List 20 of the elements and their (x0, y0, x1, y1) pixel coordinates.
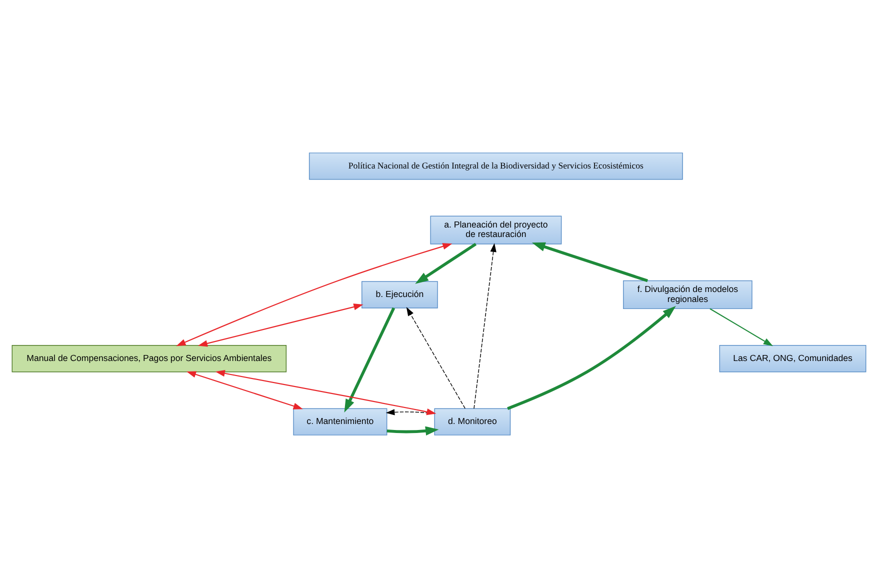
node-box: b. Ejecución (361, 280, 438, 308)
arrow (186, 370, 303, 409)
node-box: Las CAR, ONG, Comunidades (719, 344, 866, 372)
arrow (386, 426, 439, 436)
node-box: d. Monitoreo (434, 408, 511, 435)
arrow (710, 308, 774, 346)
arrow (474, 242, 496, 408)
arrow (532, 242, 648, 282)
arrow (198, 303, 364, 346)
node-box: a. Planeación del proyecto de restauración (430, 215, 562, 244)
arrow (176, 242, 452, 346)
arrow (344, 306, 396, 412)
node-box: Política Nacional de Gestión Integral de la Biodiversidad y Servicios Ecosistémicos (308, 152, 683, 180)
node-box: f. Divulgación de modelos regionales (623, 280, 752, 309)
arrow (215, 370, 436, 415)
arrow (406, 306, 466, 408)
arrow (507, 306, 676, 410)
node-box: c. Mantenimiento (293, 408, 388, 435)
arrow (415, 242, 477, 284)
node-box: Manual de Compensaciones, Pagos por Servicios Ambientales (12, 344, 287, 372)
